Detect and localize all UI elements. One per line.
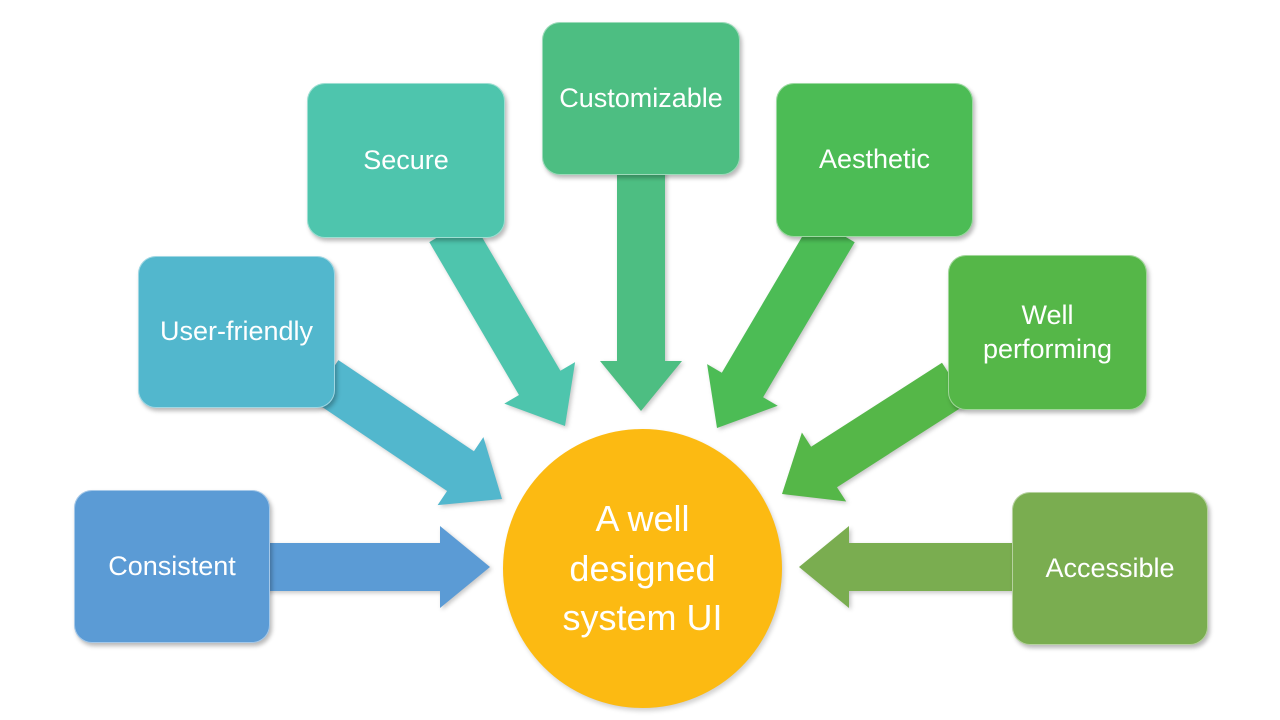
- node-consistent: Consistent: [74, 490, 270, 643]
- node-user-friendly-label: User-friendly: [159, 316, 314, 347]
- center-line-2: designed: [569, 547, 716, 589]
- node-secure-label: Secure: [363, 144, 449, 175]
- node-customizable-label: Customizable: [559, 82, 723, 113]
- center-circle: A well designed system UI: [503, 429, 782, 708]
- center-circle-label: A well designed system UI: [562, 494, 722, 643]
- node-user-friendly: User-friendly: [138, 256, 335, 408]
- node-accessible: Accessible: [1012, 492, 1208, 645]
- node-well-performing: Well performing: [948, 255, 1147, 410]
- center-line-3: system UI: [562, 597, 723, 639]
- arrow-consistent: [260, 526, 490, 608]
- arrow-customizable: [600, 168, 682, 411]
- node-secure: Secure: [307, 83, 505, 238]
- arrow-accessible: [799, 526, 1018, 608]
- center-line-1: A well: [595, 497, 690, 539]
- node-consistent-label: Consistent: [108, 550, 236, 581]
- arrow-well-performing: [782, 362, 968, 502]
- arrow-secure: [429, 217, 576, 426]
- node-aesthetic: Aesthetic: [776, 83, 973, 237]
- node-accessible-label: Accessible: [1045, 552, 1175, 583]
- node-customizable: Customizable: [542, 22, 740, 175]
- node-aesthetic-label: Aesthetic: [818, 144, 931, 175]
- arrow-aesthetic: [707, 217, 855, 428]
- node-well-performing-label: Well performing: [982, 299, 1113, 364]
- arrow-user-friendly: [311, 360, 502, 506]
